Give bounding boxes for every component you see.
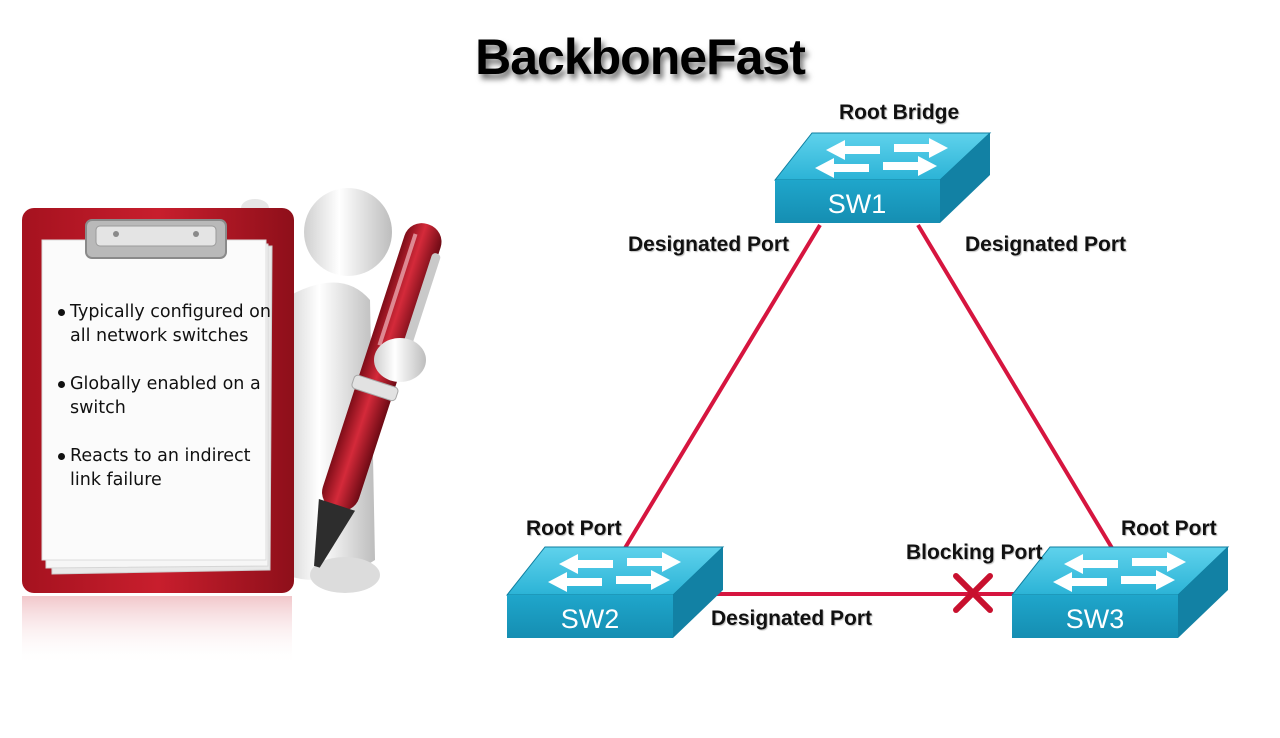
clipboard-reflection [22, 596, 292, 666]
root-bridge-label: Root Bridge [839, 101, 960, 124]
switch-sw3-label: SW3 [1066, 604, 1125, 634]
sw1-right-port-label: Designated Port [965, 233, 1127, 256]
page-title: BackboneFast [475, 29, 806, 85]
sw1-left-port-label: Designated Port [628, 233, 790, 256]
sw2-designated-port-label: Designated Port [711, 607, 873, 630]
switch-sw3-icon: SW3 [1010, 546, 1230, 638]
bullet-item: Typically configured on all network swit… [56, 300, 271, 348]
switch-sw1-icon: SW1 [773, 132, 992, 223]
sw3-root-port-label: Root Port [1121, 517, 1217, 540]
switch-sw2-label: SW2 [561, 604, 620, 634]
bullet-item: Globally enabled on a switch [56, 372, 271, 420]
link-sw1-sw3 [916, 223, 1114, 550]
switch-sw2-icon: SW2 [505, 546, 725, 638]
sw2-root-port-label: Root Port [526, 517, 622, 540]
switch-sw1-label: SW1 [828, 189, 887, 219]
link-sw1-sw2 [623, 223, 822, 550]
clipboard-bullet-list: Typically configured on all network swit… [56, 300, 271, 516]
blocked-x-icon [953, 573, 993, 613]
hand-icon [374, 338, 426, 382]
blocking-port-label: Blocking Port [906, 541, 1043, 564]
clip-icon [85, 219, 227, 259]
bullet-item: Reacts to an indirect link failure [56, 444, 271, 492]
